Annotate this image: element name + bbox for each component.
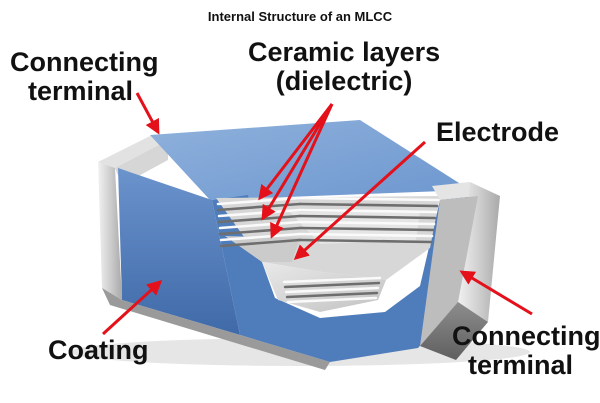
arrow-electrode	[293, 140, 427, 261]
label-line: (dielectric)	[275, 66, 413, 97]
label-line: terminal	[468, 350, 574, 381]
label-line: Ceramic layers	[248, 37, 441, 67]
coating-body	[118, 120, 470, 362]
label-line: Connecting	[10, 47, 159, 77]
arrow-ceramic-3	[270, 103, 334, 239]
label-ceramic-layers: Ceramic layers (dielectric)	[248, 37, 441, 97]
label-line: Electrode	[436, 117, 560, 147]
page-title: Internal Structure of an MLCC	[207, 9, 393, 24]
arrow-ceramic-2	[261, 103, 334, 221]
arrow-coating	[101, 279, 163, 336]
electrode-stack-pocket	[282, 276, 382, 304]
label-line: Coating	[48, 335, 149, 365]
arrow-left-terminal	[135, 92, 160, 135]
left-terminal-base	[102, 288, 330, 370]
label-connecting-terminal-right: Connecting terminal	[452, 321, 600, 381]
electrode-stack-left	[216, 196, 302, 248]
arrow-ceramic-1	[258, 103, 334, 201]
label-connecting-terminal-left: Connecting terminal	[10, 47, 159, 107]
label-coating: Coating	[48, 335, 149, 365]
annotation-arrows	[101, 92, 533, 336]
arrow-right-terminal	[459, 270, 533, 316]
label-line: terminal	[28, 76, 134, 107]
label-line: Connecting	[452, 321, 600, 351]
label-electrode: Electrode	[436, 117, 560, 147]
